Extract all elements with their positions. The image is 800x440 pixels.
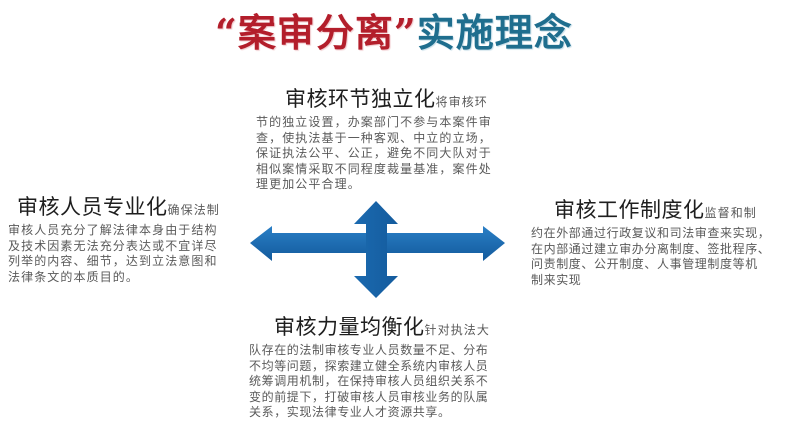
text-line: 不均等问题，探索建立健全系统内审核人员 — [249, 358, 489, 373]
block-top: 审核环节独立化将审核环 节的独立设置，办案部门不参与本案件审 查，使执法基于一种… — [256, 86, 516, 193]
heading-right: 审核工作制度化 — [554, 198, 705, 222]
body-right: 约在外部通过行政复议和司法审查来实现， 在内部通过建立审办分离制度、签批程序、 … — [531, 226, 800, 288]
lead-top: 将审核环 — [435, 95, 488, 109]
text-line: 制来实现 — [531, 272, 582, 287]
text-line: 变的前提下，打破审核人员审核业务的队属 — [249, 389, 489, 404]
lead-right: 监督和制 — [704, 206, 757, 220]
text-line: 节的独立设置，办案部门不参与本案件审 — [256, 115, 492, 129]
lead-left: 确保法制 — [167, 203, 220, 217]
text-line: 在内部通过建立审办分离制度、签批程序、 — [531, 241, 771, 256]
text-line: 审核人员充分了解法律本身由于结构 — [8, 223, 218, 237]
body-left: 审核人员充分了解法律本身由于结构 及技术因素无法充分表达或不宜详尽 列举的内容、… — [8, 223, 248, 285]
text-line: 约在外部通过行政复议和司法审查来实现， — [531, 226, 771, 240]
vertical-arrow-icon — [354, 201, 398, 298]
block-bottom: 审核力量均衡化针对执法大 队存在的法制审核专业人员数量不足、分布 不均等问题，探… — [249, 314, 519, 421]
title-highlight: “案审分离” — [215, 10, 417, 55]
text-line: 法律条文的本质目的。 — [8, 269, 140, 284]
text-line: 理更加公平合理。 — [256, 177, 361, 192]
lead-bottom: 针对执法大 — [424, 323, 491, 337]
block-right: 审核工作制度化监督和制 约在外部通过行政复议和司法审查来实现， 在内部通过建立审… — [531, 197, 800, 288]
text-line: 问责制度、公开制度、人事管理制度等机 — [531, 257, 758, 272]
block-left: 审核人员专业化确保法制 审核人员充分了解法律本身由于结构 及技术因素无法充分表达… — [8, 194, 248, 285]
title-rest: 实施理念 — [416, 10, 573, 55]
text-line: 统筹调用机制，在保持审核人员组织关系不 — [249, 374, 489, 389]
text-line: 关系，实现法律专业人才资源共享。 — [249, 405, 451, 420]
text-line: 队存在的法制审核专业人员数量不足、分布 — [249, 343, 489, 357]
heading-bottom: 审核力量均衡化 — [274, 315, 425, 339]
text-line: 及技术因素无法充分表达或不宜详尽 — [8, 238, 218, 253]
text-line: 列举的内容、细节，达到立法意图和 — [8, 254, 218, 269]
text-line: 相似案情采取不同程度裁量基准，案件处 — [256, 161, 492, 176]
body-bottom: 队存在的法制审核专业人员数量不足、分布 不均等问题，探索建立健全系统内审核人员 … — [249, 343, 519, 421]
text-line: 查，使执法基于一种客观、中立的立场， — [256, 130, 492, 145]
heading-left: 审核人员专业化 — [17, 195, 168, 219]
heading-top: 审核环节独立化 — [285, 87, 436, 111]
text-line: 保证执法公平、公正，避免不同大队对于 — [256, 146, 492, 161]
body-top: 节的独立设置，办案部门不参与本案件审 查，使执法基于一种客观、中立的立场， 保证… — [256, 115, 516, 193]
page-title: “案审分离”实施理念 — [215, 8, 573, 58]
